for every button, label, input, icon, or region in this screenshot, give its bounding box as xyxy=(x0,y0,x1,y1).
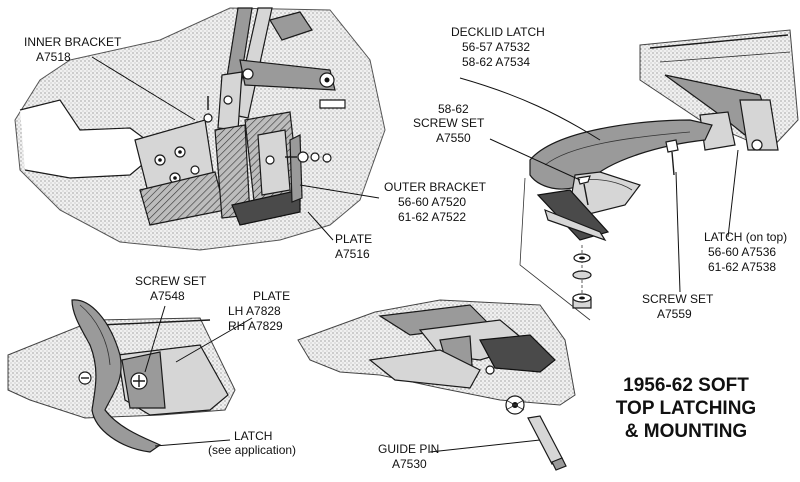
plate-lhrh-line1: LH A7828 xyxy=(228,304,281,318)
label-plate-a7516: PLATE A7516 xyxy=(335,232,372,261)
inner-bracket-name: INNER BRACKET xyxy=(24,35,122,49)
inner-bracket-part: A7518 xyxy=(36,50,71,64)
label-outer-bracket: OUTER BRACKET 56-60 A7520 61-62 A7522 xyxy=(384,180,487,224)
screw-set-a7559-part: A7559 xyxy=(657,307,692,321)
label-latch-bottom: LATCH (see application) xyxy=(208,429,296,457)
screw-set-a7550-line1: 58-62 xyxy=(438,102,469,116)
leader-lines xyxy=(91,56,739,453)
latch-bottom-line1: (see application) xyxy=(208,443,296,457)
screw-set-a7550-line2: SCREW SET xyxy=(413,116,485,130)
guide-pin-name: GUIDE PIN xyxy=(378,442,439,456)
outer-bracket-line2: 61-62 A7522 xyxy=(398,210,466,224)
latch-on-top-line1: 56-60 A7536 xyxy=(708,245,776,259)
plate-top-name: PLATE xyxy=(335,232,372,246)
screw-set-a7548-part: A7548 xyxy=(150,289,185,303)
latch-plate-illustration xyxy=(7,299,236,453)
label-screw-set-a7559: SCREW SET A7559 xyxy=(642,292,714,321)
latch-on-top-name: LATCH (on top) xyxy=(704,230,787,244)
diagram-title: 1956-62 SOFT TOP LATCHING & MOUNTING xyxy=(616,375,756,442)
guide-pin-illustration xyxy=(297,299,576,471)
plate-lhrh-name: PLATE xyxy=(253,289,290,303)
label-decklid-latch: DECKLID LATCH 56-57 A7532 58-62 A7534 xyxy=(451,25,545,69)
bracket-assembly-illustration xyxy=(14,7,386,251)
label-latch-on-top: LATCH (on top) 56-60 A7536 61-62 A7538 xyxy=(704,230,787,274)
screw-set-a7550-part: A7550 xyxy=(436,131,471,145)
outer-bracket-line1: 56-60 A7520 xyxy=(398,195,466,209)
plate-lhrh-line2: RH A7829 xyxy=(228,319,283,333)
guide-pin-part: A7530 xyxy=(392,457,427,471)
outer-bracket-name: OUTER BRACKET xyxy=(384,180,487,194)
screw-set-a7548-name: SCREW SET xyxy=(135,274,207,288)
title-line3: & MOUNTING xyxy=(625,421,747,442)
label-screw-set-a7548: SCREW SET A7548 xyxy=(135,274,207,303)
title-line2: TOP LATCHING xyxy=(616,398,756,419)
decklid-latch-line1: 56-57 A7532 xyxy=(462,40,530,54)
decklid-latch-illustration xyxy=(519,29,799,321)
label-guide-pin: GUIDE PIN A7530 xyxy=(378,442,439,471)
label-inner-bracket: INNER BRACKET A7518 xyxy=(24,35,122,64)
label-screw-set-a7550: 58-62 SCREW SET A7550 xyxy=(413,102,485,145)
decklid-latch-name: DECKLID LATCH xyxy=(451,25,545,39)
latch-on-top-line2: 61-62 A7538 xyxy=(708,260,776,274)
latch-bottom-name: LATCH xyxy=(234,429,272,443)
title-line1: 1956-62 SOFT xyxy=(623,375,749,396)
plate-top-part: A7516 xyxy=(335,247,370,261)
screw-set-a7559-name: SCREW SET xyxy=(642,292,714,306)
label-plate-lh-rh: PLATE LH A7828 RH A7829 xyxy=(228,289,290,333)
decklid-latch-line2: 58-62 A7534 xyxy=(462,55,530,69)
